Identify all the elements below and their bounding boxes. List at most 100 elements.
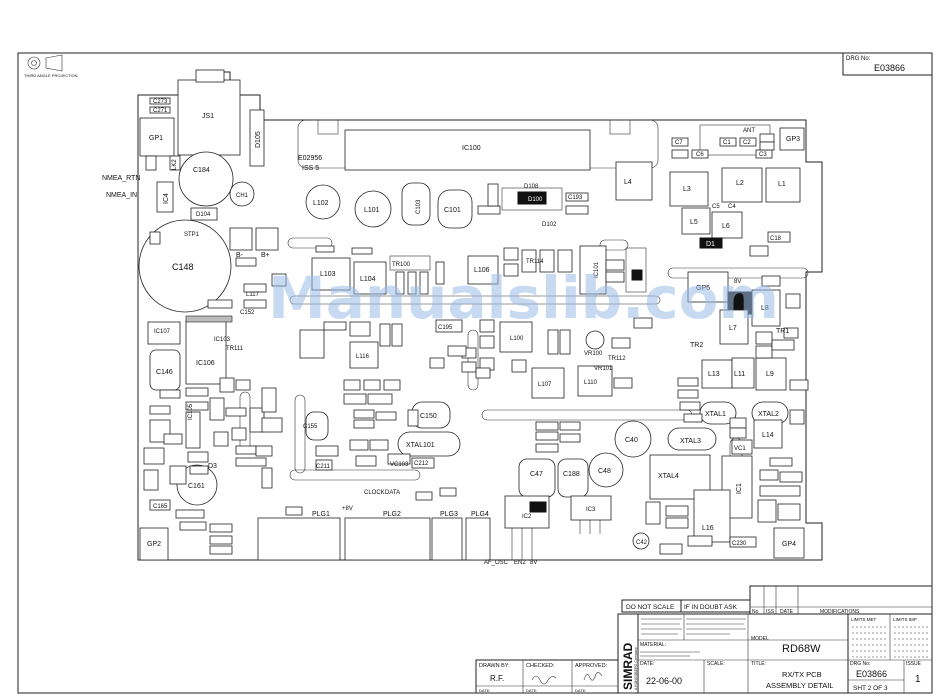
component-label: DATA bbox=[385, 490, 400, 496]
title-line-2: ASSEMBLY DETAIL bbox=[766, 681, 834, 690]
checked-signature bbox=[531, 675, 557, 685]
smd-parts bbox=[143, 97, 809, 555]
component-label: PLG3 bbox=[440, 511, 458, 518]
scale-label: SCALE: bbox=[707, 661, 725, 667]
title-label: TITLE: bbox=[751, 661, 766, 667]
projection-label: THIRD ANGLE PROJECTION bbox=[24, 73, 78, 78]
component-label: TR100 bbox=[392, 262, 411, 268]
company-name: SIMRAD bbox=[621, 642, 635, 690]
component-label: C150 bbox=[420, 413, 437, 420]
component-label: D3 bbox=[208, 463, 217, 470]
component-label: C40 bbox=[625, 437, 638, 444]
component-label: PLG2 bbox=[383, 511, 401, 518]
component-label: CH1 bbox=[236, 193, 249, 199]
component-label: L6 bbox=[722, 223, 730, 230]
issue-label: ISSUE bbox=[906, 661, 922, 667]
component-label: VC103 bbox=[390, 462, 409, 468]
limits-met-label: LIMITS MET bbox=[851, 617, 877, 622]
component-label: L8 bbox=[761, 305, 769, 312]
drawn-by-label: DRAWN BY: bbox=[479, 663, 510, 669]
date-label: DATE: bbox=[640, 661, 654, 667]
component-label: D108 bbox=[524, 184, 539, 190]
if-in-doubt: IF IN DOUBT ASK bbox=[684, 604, 738, 611]
component-label: GP5 bbox=[696, 285, 710, 292]
component-label: IC3 bbox=[586, 507, 596, 513]
drg-no-value: E03866 bbox=[856, 669, 887, 679]
component-label: VR100 bbox=[584, 351, 603, 357]
date-value: 22-06-00 bbox=[646, 676, 682, 686]
component-label: L106 bbox=[474, 267, 490, 274]
component-label: C101 bbox=[444, 207, 461, 214]
component-label: L100 bbox=[510, 336, 524, 342]
component-label: C273 bbox=[153, 99, 168, 105]
component-label: TR114 bbox=[526, 259, 544, 265]
component-label: L7 bbox=[729, 325, 737, 332]
checked-label: CHECKED: bbox=[526, 663, 555, 669]
component-label: C155 bbox=[303, 424, 318, 430]
drawn-date-label: DATE: bbox=[479, 688, 490, 693]
component-label: C3 bbox=[759, 152, 767, 158]
projection-symbol: THIRD ANGLE PROJECTION bbox=[24, 54, 78, 78]
component-label: C18 bbox=[770, 236, 782, 242]
component-label: L9 bbox=[766, 371, 774, 378]
approved-label: APPROVED: bbox=[575, 663, 608, 669]
component-label: C230 bbox=[732, 541, 747, 547]
component-label: JS1 bbox=[202, 113, 214, 120]
component-label: B- bbox=[236, 252, 244, 259]
component-label: L103 bbox=[320, 271, 336, 278]
component-label: D1 bbox=[706, 241, 715, 248]
component-label: C103 bbox=[416, 199, 422, 214]
gp2-pad bbox=[139, 527, 169, 561]
component-label: L3 bbox=[683, 186, 691, 193]
component-label: IC2 bbox=[522, 514, 532, 520]
component-label: C193 bbox=[568, 195, 583, 201]
model-value: RD68W bbox=[782, 643, 821, 655]
rev-header-iss: ISS bbox=[766, 609, 775, 615]
do-not-scale: DO NOT SCALE bbox=[626, 604, 675, 611]
drg-no-label: DRG No: bbox=[850, 661, 870, 667]
component-label: IC100 bbox=[462, 145, 481, 152]
component-label: TR2 bbox=[690, 342, 703, 349]
component-label: C2 bbox=[743, 140, 751, 146]
component-label: B+ bbox=[261, 252, 270, 259]
component-label: TR1 bbox=[776, 328, 789, 335]
component-label: VR101 bbox=[594, 366, 613, 372]
component-label: C4 bbox=[728, 204, 736, 210]
component-label: L4 bbox=[624, 179, 632, 186]
approved-date-label: DATE: bbox=[575, 688, 586, 693]
component-label: L117 bbox=[246, 292, 260, 298]
component-label: XTAL2 bbox=[758, 411, 779, 418]
jack-js1 bbox=[177, 69, 241, 156]
component-label: IC105 bbox=[188, 403, 194, 420]
component-label: L2 bbox=[736, 180, 744, 187]
component-label: STP1 bbox=[184, 232, 200, 238]
component-label: XTAL3 bbox=[680, 438, 701, 445]
ch1 bbox=[229, 181, 255, 207]
component-label: C48 bbox=[598, 468, 611, 475]
component-label: L11 bbox=[734, 371, 745, 378]
component-label: IC101 bbox=[594, 261, 600, 278]
pcb-outline bbox=[137, 71, 823, 561]
component-label: XTAL4 bbox=[658, 473, 679, 480]
rev-header-mods: MODIFICATIONS bbox=[820, 609, 860, 615]
component-label: L110 bbox=[584, 380, 598, 386]
component-label: D102 bbox=[542, 222, 557, 228]
component-label: LK2 bbox=[172, 159, 178, 170]
component-label: IC4 bbox=[163, 193, 170, 204]
header-drg-box: DRG No: E03866 bbox=[842, 52, 933, 76]
component-label: CLOCK bbox=[364, 490, 385, 496]
gp5-pad bbox=[687, 271, 729, 303]
component-label: C7 bbox=[675, 140, 683, 146]
component-label: C212 bbox=[414, 461, 429, 467]
limits-imp-label: LIMITS IMP bbox=[893, 617, 917, 622]
component-label: C47 bbox=[530, 471, 543, 478]
component-label: PLG1 bbox=[312, 511, 330, 518]
component-label: NMEA_RTN bbox=[102, 175, 140, 182]
c184-cap bbox=[178, 151, 234, 207]
ic100-chip bbox=[344, 129, 591, 171]
component-label: L1 bbox=[778, 181, 786, 188]
component-label: GP3 bbox=[786, 136, 800, 143]
component-label: 8V bbox=[734, 279, 741, 285]
plugs bbox=[257, 517, 491, 561]
component-label: TR112 bbox=[608, 356, 626, 362]
